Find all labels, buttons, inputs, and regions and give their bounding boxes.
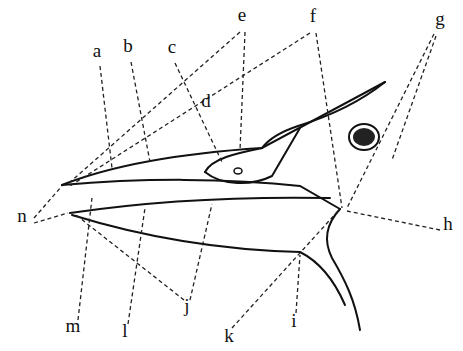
- nostril: [234, 168, 242, 174]
- part-letter: n: [17, 206, 27, 225]
- part-letter: l: [122, 321, 127, 340]
- part-letter: e: [238, 5, 246, 24]
- eye: [353, 128, 375, 146]
- part-letter: d: [201, 91, 211, 110]
- head-outline: [62, 82, 385, 330]
- part-letter: i: [291, 311, 296, 330]
- leader-lines: [34, 32, 440, 328]
- part-letter: b: [123, 36, 133, 55]
- part-letter: m: [66, 316, 81, 335]
- part-letter: c: [168, 37, 176, 56]
- eye-ring: [349, 124, 379, 150]
- part-letter: k: [224, 326, 234, 345]
- part-letter: a: [93, 41, 101, 60]
- part-letter: g: [435, 9, 445, 28]
- part-letter: f: [310, 6, 316, 25]
- part-letter: h: [443, 214, 453, 233]
- part-letter: j: [184, 296, 189, 315]
